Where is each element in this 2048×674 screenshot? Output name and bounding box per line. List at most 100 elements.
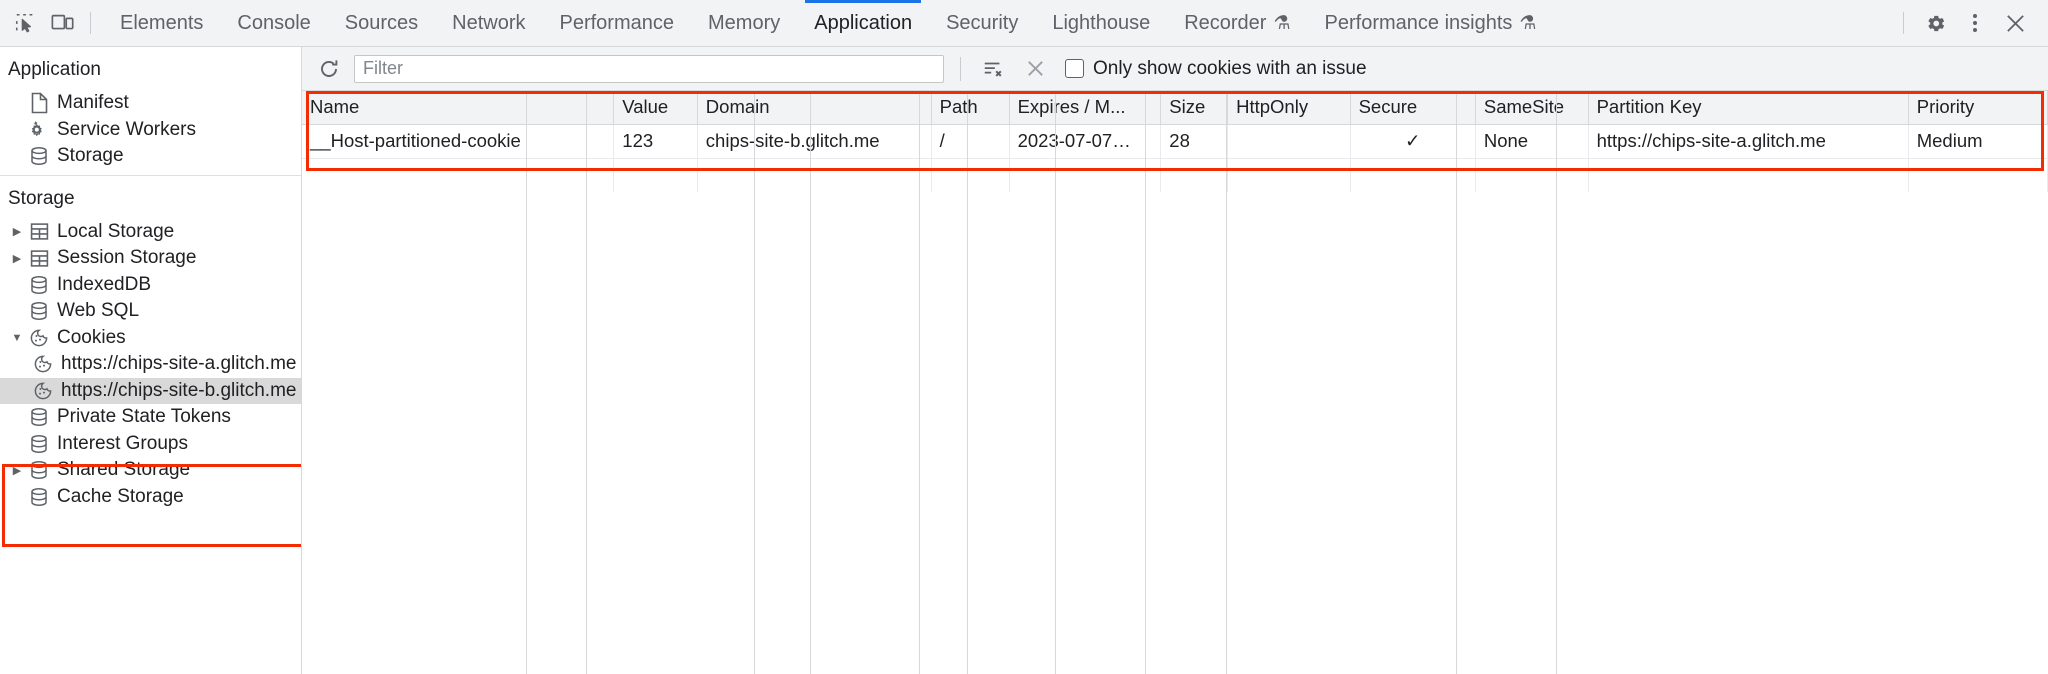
flask-experimental-icon: ⚗ [1273, 12, 1291, 34]
table-header-row: Name Value Domain Path Expires / M... Si… [302, 91, 2048, 125]
cell-secure[interactable]: ✓ [1350, 124, 1476, 159]
refresh-icon[interactable] [314, 54, 344, 84]
sidebar-item-service-workers[interactable]: ▶ Service Workers [0, 117, 301, 144]
column-header-size[interactable]: Size [1160, 91, 1229, 125]
manifest-file-icon [26, 92, 52, 114]
database-icon [26, 301, 52, 321]
application-sidebar: Application ▶ Manifest ▶ [0, 47, 302, 674]
sidebar-item-private-state-tokens[interactable]: ▶ Private State Tokens [0, 404, 301, 431]
sidebar-item-label: Service Workers [57, 118, 197, 140]
close-icon[interactable] [1996, 6, 2034, 40]
database-icon [26, 460, 52, 480]
column-header-priority[interactable]: Priority [1908, 91, 2048, 125]
tab-network-label: Network [452, 11, 526, 34]
checkbox-box[interactable] [1065, 59, 1084, 78]
database-icon [26, 434, 52, 454]
sidebar-item-label: https://chips-site-a.glitch.me [61, 353, 297, 375]
cell-partition-key[interactable]: https://chips-site-a.glitch.me [1588, 124, 1909, 159]
column-header-samesite[interactable]: SameSite [1475, 91, 1589, 125]
sidebar-item-cache-storage[interactable]: ▶ Cache Storage [0, 484, 301, 511]
tab-application[interactable]: Application [797, 0, 929, 47]
cell-size[interactable]: 28 [1160, 124, 1229, 159]
sidebar-item-manifest[interactable]: ▶ Manifest [0, 90, 301, 117]
cell-httponly[interactable] [1227, 124, 1351, 159]
clear-filter-icon[interactable] [977, 54, 1009, 84]
column-header-domain[interactable]: Domain [697, 91, 932, 125]
sidebar-item-session-storage[interactable]: ▶ Session Storage [0, 245, 301, 272]
tab-recorder[interactable]: Recorder ⚗ [1167, 0, 1307, 47]
tab-performance-insights-label: Performance insights [1324, 11, 1513, 34]
cell-value[interactable]: 123 [613, 124, 698, 159]
column-header-expires[interactable]: Expires / M... [1009, 91, 1162, 125]
sidebar-item-local-storage[interactable]: ▶ Local Storage [0, 219, 301, 246]
tab-elements[interactable]: Elements [103, 0, 220, 47]
devtools-main-toolbar: Elements Console Sources Network Perform… [0, 0, 2048, 47]
cookie-icon [30, 381, 56, 401]
cookie-icon [30, 354, 56, 374]
sidebar-item-cookie-origin-site-a[interactable]: https://chips-site-a.glitch.me [0, 351, 301, 378]
cell-samesite[interactable]: None [1475, 124, 1589, 159]
sidebar-item-label: Session Storage [57, 247, 197, 269]
twisty-collapsed-icon[interactable]: ▶ [12, 226, 22, 239]
inspect-cursor-icon[interactable] [6, 6, 44, 40]
tab-memory-label: Memory [708, 11, 781, 34]
cell-domain[interactable]: chips-site-b.glitch.me [697, 124, 932, 159]
tab-network[interactable]: Network [435, 0, 542, 47]
tab-application-label: Application [814, 11, 913, 34]
filter-input[interactable]: Filter [354, 54, 944, 83]
device-toolbar-icon[interactable] [44, 6, 82, 40]
sidebar-item-web-sql[interactable]: ▶ Web SQL [0, 298, 301, 325]
toolbar-divider [90, 12, 91, 34]
cell-path[interactable]: / [931, 124, 1010, 159]
table-grid-icon [26, 222, 52, 241]
tab-console[interactable]: Console [220, 0, 327, 47]
sidebar-item-label: IndexedDB [57, 273, 152, 295]
tab-console-label: Console [237, 11, 311, 34]
tab-sources-label: Sources [344, 11, 419, 34]
kebab-menu-icon[interactable] [1956, 6, 1994, 40]
tab-lighthouse-label: Lighthouse [1052, 11, 1151, 34]
cell-expires[interactable]: 2023-07-07… [1009, 124, 1162, 159]
twisty-collapsed-icon[interactable]: ▶ [12, 252, 22, 265]
tab-performance-insights[interactable]: Performance insights ⚗ [1308, 0, 1554, 47]
twisty-collapsed-icon[interactable]: ▶ [12, 464, 22, 477]
tab-elements-label: Elements [120, 11, 204, 34]
column-header-name[interactable]: Name [302, 91, 615, 125]
column-header-httponly[interactable]: HttpOnly [1227, 91, 1351, 125]
flask-experimental-icon: ⚗ [1519, 12, 1537, 34]
clear-all-close-icon[interactable] [1019, 54, 1051, 84]
gear-icon[interactable] [1916, 6, 1954, 40]
sidebar-item-label: Storage [57, 145, 124, 167]
sidebar-item-label: Shared Storage [57, 459, 191, 481]
sidebar-item-indexeddb[interactable]: ▶ IndexedDB [0, 272, 301, 299]
sidebar-item-cookies[interactable]: ▼ Cookies [0, 325, 301, 352]
panel-tab-list: Elements Console Sources Network Perform… [103, 0, 1553, 47]
cookies-filter-toolbar: Filter Only show cookies with [302, 47, 2048, 91]
tab-memory[interactable]: Memory [691, 0, 797, 47]
sidebar-item-label: Private State Tokens [57, 406, 231, 428]
twisty-expanded-icon[interactable]: ▼ [11, 331, 23, 344]
sidebar-item-cookie-origin-site-b[interactable]: https://chips-site-b.glitch.me [0, 377, 301, 404]
column-header-partition-key[interactable]: Partition Key [1588, 91, 1909, 125]
database-icon [26, 146, 52, 166]
column-header-value[interactable]: Value [613, 91, 698, 125]
tab-performance[interactable]: Performance [543, 0, 692, 47]
toolbar-divider [960, 56, 961, 81]
tab-performance-label: Performance [559, 11, 675, 34]
column-header-secure[interactable]: Secure [1350, 91, 1476, 125]
cell-priority[interactable]: Medium [1908, 124, 2048, 159]
sidebar-item-storage[interactable]: ▶ Storage [0, 143, 301, 170]
tab-security[interactable]: Security [929, 0, 1035, 47]
database-icon [26, 487, 52, 507]
only-show-issues-checkbox[interactable]: Only show cookies with an issue [1065, 58, 1367, 80]
tab-sources[interactable]: Sources [328, 0, 435, 47]
sidebar-item-interest-groups[interactable]: ▶ Interest Groups [0, 431, 301, 458]
sidebar-item-label: Cookies [57, 326, 126, 348]
tab-lighthouse[interactable]: Lighthouse [1035, 0, 1167, 47]
sidebar-item-label: https://chips-site-b.glitch.me [61, 379, 297, 401]
sidebar-item-shared-storage[interactable]: ▶ Shared Storage [0, 457, 301, 484]
cell-name[interactable]: __Host-partitioned-cookie [302, 124, 615, 159]
column-header-path[interactable]: Path [931, 91, 1010, 125]
table-row[interactable]: __Host-partitioned-cookie 123 chips-site… [302, 124, 2048, 159]
